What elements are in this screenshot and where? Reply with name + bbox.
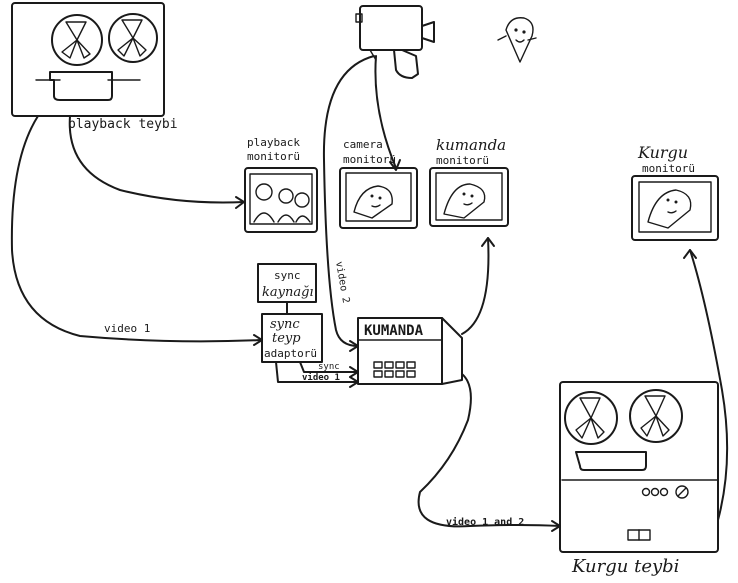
sync-kaynagi-label-1: sync — [274, 269, 301, 282]
camera-monitoru-label-2: monitorü — [343, 153, 396, 166]
kurgu-teybi-label: Kurgu teybi — [571, 556, 679, 577]
sync-wire-label: sync — [318, 362, 340, 372]
sync-adaptor-label-3: adaptorü — [264, 347, 317, 360]
video1and2-label: video 1 and 2 — [446, 516, 524, 528]
sync-adaptor-label-2: teyp — [272, 331, 301, 346]
signal-wires — [10, 55, 729, 532]
reel-left-icon — [575, 397, 605, 439]
kumanda-monitor — [429, 167, 509, 227]
camera-monitor — [339, 167, 418, 229]
video1-small-label: video 1 — [302, 372, 340, 383]
playback-monitor — [244, 167, 318, 233]
kumanda-label: KUMANDA — [364, 323, 424, 339]
playback-tape-deck — [11, 2, 165, 117]
camera-monitoru-label-1: camera — [343, 138, 383, 151]
video1-label: video 1 — [104, 322, 150, 335]
video2-label: video 2 — [333, 261, 351, 304]
kumanda-console — [357, 317, 463, 385]
playback-monitoru-label-1: playback — [247, 136, 300, 149]
kurgu-monitor — [631, 175, 719, 241]
kurgu-tape-deck — [559, 381, 719, 553]
kumanda-monitoru-label-2: monitorü — [436, 154, 489, 167]
kumanda-buttons-icon — [373, 361, 416, 378]
kumanda-monitoru-label-1: kumanda — [436, 136, 506, 154]
kurgu-monitoru-label-1: Kurgu — [637, 143, 688, 162]
reel-right-icon — [640, 395, 670, 437]
sync-adaptor-label-1: sync — [270, 317, 300, 332]
playback-teybi-label: playback teybi — [68, 117, 178, 132]
playback-monitoru-label-2: monitorü — [247, 150, 300, 163]
reel-left-icon — [61, 21, 91, 59]
camera-icon — [355, 5, 435, 79]
kurgu-monitoru-label-2: monitorü — [642, 162, 695, 175]
sync-adaptor-box — [261, 313, 323, 363]
reel-right-icon — [117, 19, 147, 57]
director-face-icon — [497, 17, 537, 63]
sync-kaynagi-label-2: kaynağı — [262, 285, 314, 300]
